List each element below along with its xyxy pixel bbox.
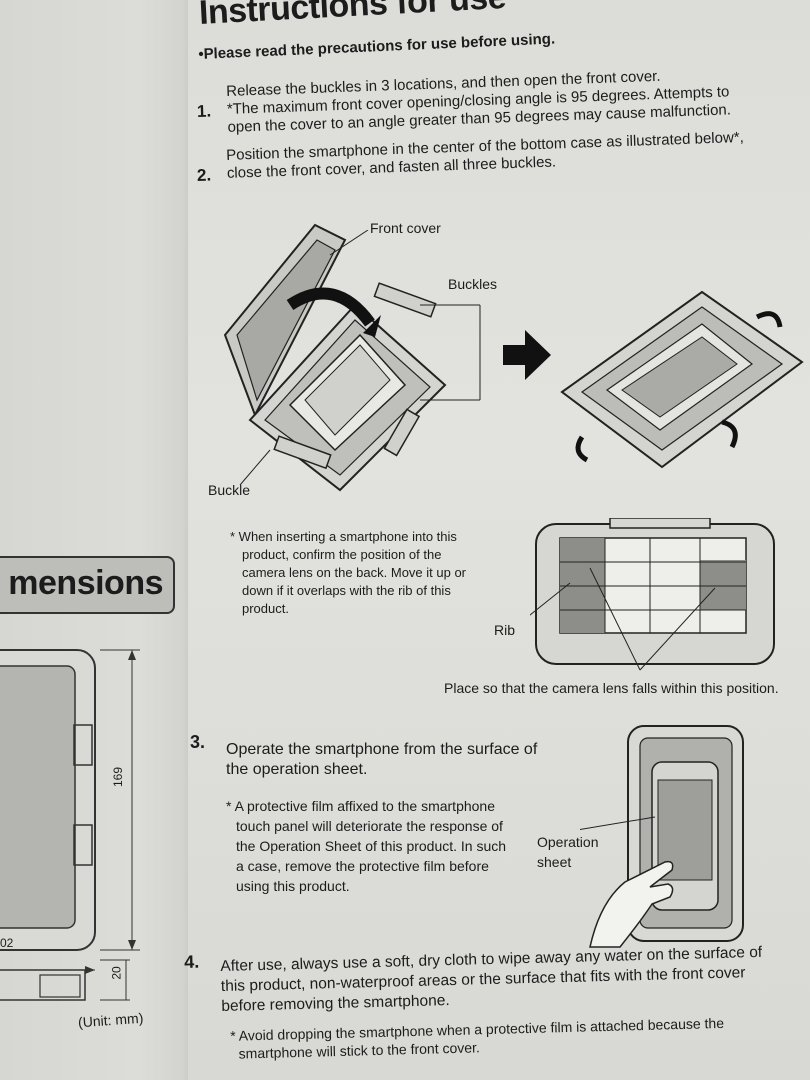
operation-sheet-illustration xyxy=(580,725,744,948)
buckle-label: Buckle xyxy=(208,482,251,498)
width-dimension-label: 02 xyxy=(0,936,14,950)
camera-note-line-4: down if it overlaps with the rib of this xyxy=(242,583,451,598)
dimensions-banner: mensions xyxy=(0,556,175,614)
camera-note-line-3: camera lens on the back. Move it up or xyxy=(242,565,467,580)
buckles-label: Buckles xyxy=(448,276,498,292)
front-cover-label: Front cover xyxy=(370,220,441,236)
step-3-line-1: Operate the smartphone from the surface … xyxy=(226,741,538,758)
depth-dimension-label: 20 xyxy=(109,966,124,980)
step-2-number: 2. xyxy=(196,165,212,185)
step-3-number: 3. xyxy=(190,732,206,752)
closed-case-illustration xyxy=(560,290,804,469)
camera-note-line-2: product, confirm the position of the xyxy=(242,547,442,562)
height-dimension-label: 169 xyxy=(111,766,126,788)
step-3-note-line-5: using this product. xyxy=(236,878,350,894)
operation-sheet-label-2: sheet xyxy=(537,854,572,870)
step-3-note-line-3: the Operation Sheet of this product. In … xyxy=(236,838,507,854)
operation-sheet-label-1: Operation xyxy=(537,834,599,850)
next-step-arrow-icon xyxy=(503,330,551,380)
rib-label: Rib xyxy=(494,622,516,638)
step-3-note-line-1: * A protective film affixed to the smart… xyxy=(226,798,496,814)
dimensions-banner-text: mensions xyxy=(8,564,163,602)
step-3-note-line-2: touch panel will deteriorate the respons… xyxy=(236,818,503,834)
rib-position-diagram xyxy=(530,518,775,671)
camera-note-line-5: product. xyxy=(242,601,289,616)
step-3-note-line-4: a case, remove the protective film befor… xyxy=(236,858,489,874)
open-case-illustration xyxy=(223,223,447,492)
dimensions-drawing xyxy=(0,649,140,1001)
camera-position-caption: Place so that the camera lens falls with… xyxy=(444,680,779,696)
step-3-note: * A protective film affixed to the smart… xyxy=(226,796,506,896)
step-4-number: 4. xyxy=(184,951,200,972)
camera-note-line-1: * When inserting a smartphone into this xyxy=(230,529,457,544)
camera-note: * When inserting a smartphone into this … xyxy=(230,528,466,618)
step-3-line-2: the operation sheet. xyxy=(226,761,368,778)
step-1-number: 1. xyxy=(196,101,212,121)
diagram1-leader-lines xyxy=(239,230,481,486)
